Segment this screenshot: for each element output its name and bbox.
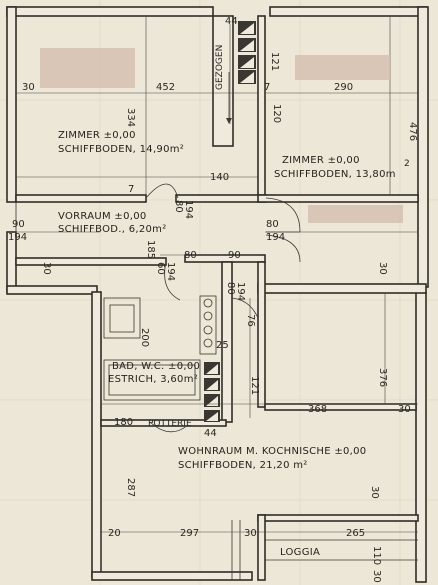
dimension-label: 30 — [371, 570, 382, 583]
dimension-label: 60 — [155, 262, 166, 275]
dimension-label: 476 — [407, 122, 418, 141]
dimension-label: 30 — [22, 82, 35, 93]
dimension-label: 30 — [377, 262, 388, 275]
dimension-label: 110 — [371, 546, 382, 565]
dimension-label: 7 — [264, 82, 270, 93]
dimension-label: 297 — [180, 528, 199, 539]
room-floor: SCHIFFBODEN, 21,20 m² — [178, 460, 308, 471]
dimension-label: 90 — [12, 219, 25, 230]
dimension-label: 30 — [369, 486, 380, 499]
dimension-label: 368 — [308, 404, 327, 415]
room-name: VORRAUM ±0,00 — [58, 211, 147, 222]
redaction-patch — [40, 48, 135, 88]
dimension-label: 30 — [398, 404, 411, 415]
dimension-label: 194 — [165, 262, 176, 281]
room-floor: SCHIFFBODEN, 14,90m² — [58, 144, 184, 155]
dimension-label: 80 — [225, 282, 236, 295]
dimension-label: 180 — [114, 417, 133, 428]
dimension-label: 452 — [156, 82, 175, 93]
room-name: ZIMMER ±0,00 — [282, 155, 360, 166]
dimension-label: 120 — [271, 104, 282, 123]
room-name: WOHNRAUM M. KOCHNISCHE ±0,00 — [178, 446, 366, 457]
redaction-patch — [295, 55, 390, 80]
dimension-label: 80 — [173, 200, 184, 213]
dimension-label: 90 — [228, 250, 241, 261]
redaction-patch — [308, 205, 403, 223]
dimension-label: 194 — [8, 232, 27, 243]
dimension-label: 376 — [377, 368, 388, 387]
dimension-label: 200 — [139, 328, 150, 347]
dimension-label: 30 — [41, 262, 52, 275]
dimension-label: 121 — [269, 52, 280, 71]
dimension-label: 194 — [235, 282, 246, 301]
room-floor: SCHIFFBOD., 6,20m² — [58, 224, 167, 235]
dimension-label: 121 — [249, 376, 260, 395]
inner-walls — [15, 15, 419, 581]
room-name: LOGGIA — [280, 547, 320, 558]
room-floor: SCHIFFBODEN, 13,80m — [274, 169, 396, 180]
dimension-label: 7 — [128, 184, 134, 195]
dimension-label: 80 — [266, 219, 279, 230]
dimension-label: 194 — [266, 232, 285, 243]
dimension-label: 140 — [210, 172, 229, 183]
dimension-label: 287 — [125, 478, 136, 497]
dimension-label: 334 — [125, 108, 136, 127]
dimension-label: 30 — [244, 528, 257, 539]
dimension-label: 80 — [184, 250, 197, 261]
gezogen-arrowhead — [226, 118, 232, 124]
loggia-railing — [231, 520, 418, 580]
dimension-label: 44 — [204, 428, 217, 439]
dimension-label: 265 — [346, 528, 365, 539]
dimension-lines — [16, 16, 418, 572]
dimension-label: 44 — [225, 16, 238, 27]
room-floor: ESTRICH, 3,60m² — [108, 374, 198, 385]
room-superscript: 2 — [404, 159, 410, 169]
dimension-label: 185 — [145, 240, 156, 259]
dimension-label: 25 — [216, 340, 229, 351]
chimney-ducts — [204, 21, 256, 422]
room-name: BAD, W.C. ±0,00 — [112, 361, 200, 372]
room-name: ZIMMER ±0,00 — [58, 130, 136, 141]
dimension-labels: 44 121 30 452 7 290 334 120 476 140 7 80… — [8, 16, 418, 583]
gezogen-label: GEZOGEN — [215, 45, 225, 90]
dimension-label: 76 — [245, 314, 256, 327]
dimension-label: 20 — [108, 528, 121, 539]
bathroom-fixtures — [103, 295, 217, 401]
potterie-label: POTTERIE — [148, 419, 192, 429]
dimension-label: 194 — [183, 200, 194, 219]
dimension-label: 290 — [334, 82, 353, 93]
